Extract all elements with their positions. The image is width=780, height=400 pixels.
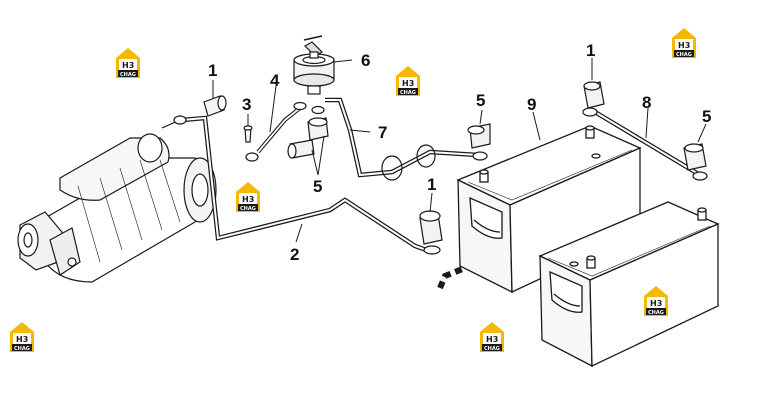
terminals — [173, 81, 708, 255]
svg-text:H3: H3 — [122, 61, 134, 70]
watermark-logo: H3 CHAG — [480, 322, 504, 352]
callout-5-right: 5 — [702, 107, 711, 126]
watermark-logo: H3 CHAG — [396, 66, 420, 96]
bolt-3 — [243, 125, 253, 143]
watermark-logo: H3 CHAG — [644, 286, 668, 316]
terminal-boot-5-center-b — [287, 139, 315, 159]
svg-text:CHAG: CHAG — [120, 72, 136, 78]
callout-4: 4 — [270, 71, 280, 90]
battery-switch — [293, 35, 335, 95]
callout-5-center: 5 — [313, 177, 322, 196]
callout-2: 2 — [290, 245, 299, 264]
callout-1-left: 1 — [208, 61, 217, 80]
callout-1-top-right: 1 — [586, 41, 595, 60]
callout-8: 8 — [642, 93, 651, 112]
svg-text:H3: H3 — [486, 335, 498, 344]
callout-5-battery: 5 — [476, 91, 485, 110]
callout-7: 7 — [378, 123, 387, 142]
svg-text:CHAG: CHAG — [240, 206, 256, 212]
terminal-boot-1-center — [419, 210, 443, 255]
callout-numbers: 1 3 4 6 5 7 2 5 9 1 8 5 1 — [208, 41, 711, 264]
starter-motor — [17, 115, 217, 283]
watermark-logos: H3 CHAG H3 CHAG H3 CHAG H3 CHAG H3 CHAG … — [10, 28, 696, 352]
svg-text:CHAG: CHAG — [648, 310, 664, 316]
terminal-boot-1-left — [203, 95, 227, 117]
terminal-boot-1-top-right — [582, 81, 605, 117]
watermark-logo: H3 CHAG — [10, 322, 34, 352]
cables — [181, 97, 702, 290]
svg-text:H3: H3 — [678, 41, 690, 50]
terminal-boot-5-center-a — [307, 117, 329, 141]
watermark-logo: H3 CHAG — [236, 182, 260, 212]
svg-text:H3: H3 — [242, 195, 254, 204]
svg-text:CHAG: CHAG — [484, 346, 500, 352]
svg-text:CHAG: CHAG — [400, 90, 416, 96]
terminal-boot-5-battery — [467, 123, 491, 161]
svg-text:H3: H3 — [16, 335, 28, 344]
svg-text:H3: H3 — [402, 79, 414, 88]
watermark-logo: H3 CHAG — [116, 48, 140, 78]
callout-3: 3 — [242, 95, 251, 114]
leader-lines — [212, 58, 707, 243]
svg-text:CHAG: CHAG — [14, 346, 30, 352]
svg-text:H3: H3 — [650, 299, 662, 308]
callout-6: 6 — [361, 51, 370, 70]
watermark-logo: H3 CHAG — [672, 28, 696, 58]
callout-1-center: 1 — [427, 175, 436, 194]
terminal-boot-5-right — [683, 143, 708, 181]
callout-9: 9 — [527, 95, 536, 114]
svg-text:CHAG: CHAG — [676, 52, 692, 58]
